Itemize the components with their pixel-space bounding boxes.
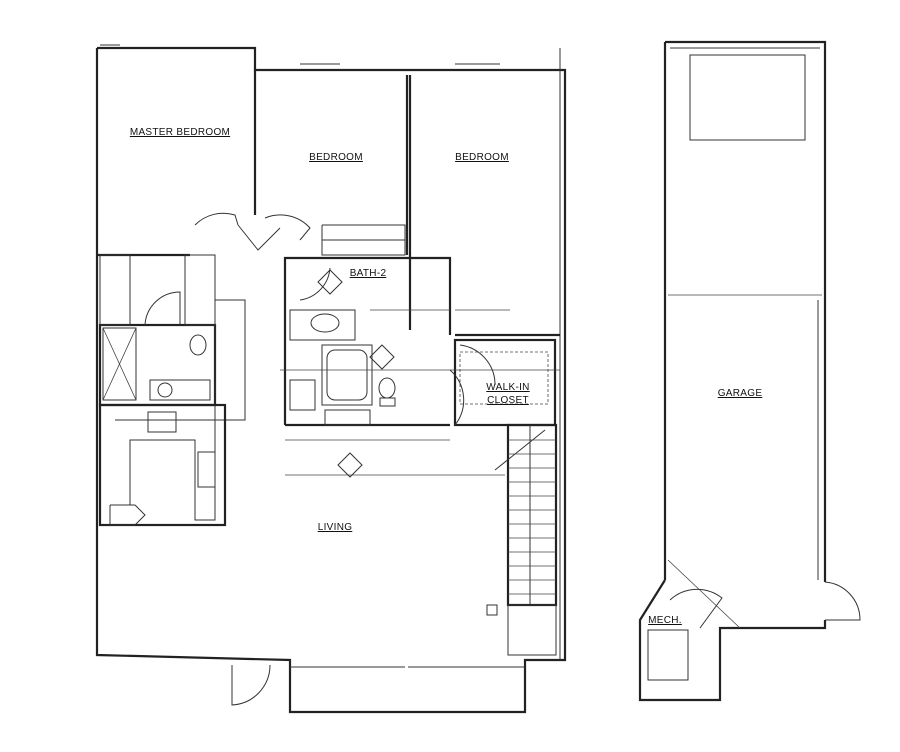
interior-walls: [97, 70, 560, 527]
label-living: LIVING: [318, 522, 353, 533]
label-bedroom-2: BEDROOM: [455, 152, 509, 163]
label-garage: GARAGE: [718, 388, 763, 399]
label-closet: CLOSET: [487, 395, 529, 406]
label-walk-in: WALK-IN: [486, 382, 529, 393]
stairs: [486, 423, 558, 656]
main-unit-walls: [95, 44, 567, 714]
label-master-bedroom: MASTER BEDROOM: [130, 127, 230, 138]
doors: [144, 212, 496, 706]
label-bath-2: BATH-2: [350, 268, 387, 279]
garage-walls: [638, 40, 861, 702]
label-mech: MECH.: [648, 615, 682, 626]
label-bedroom-1: BEDROOM: [309, 152, 363, 163]
